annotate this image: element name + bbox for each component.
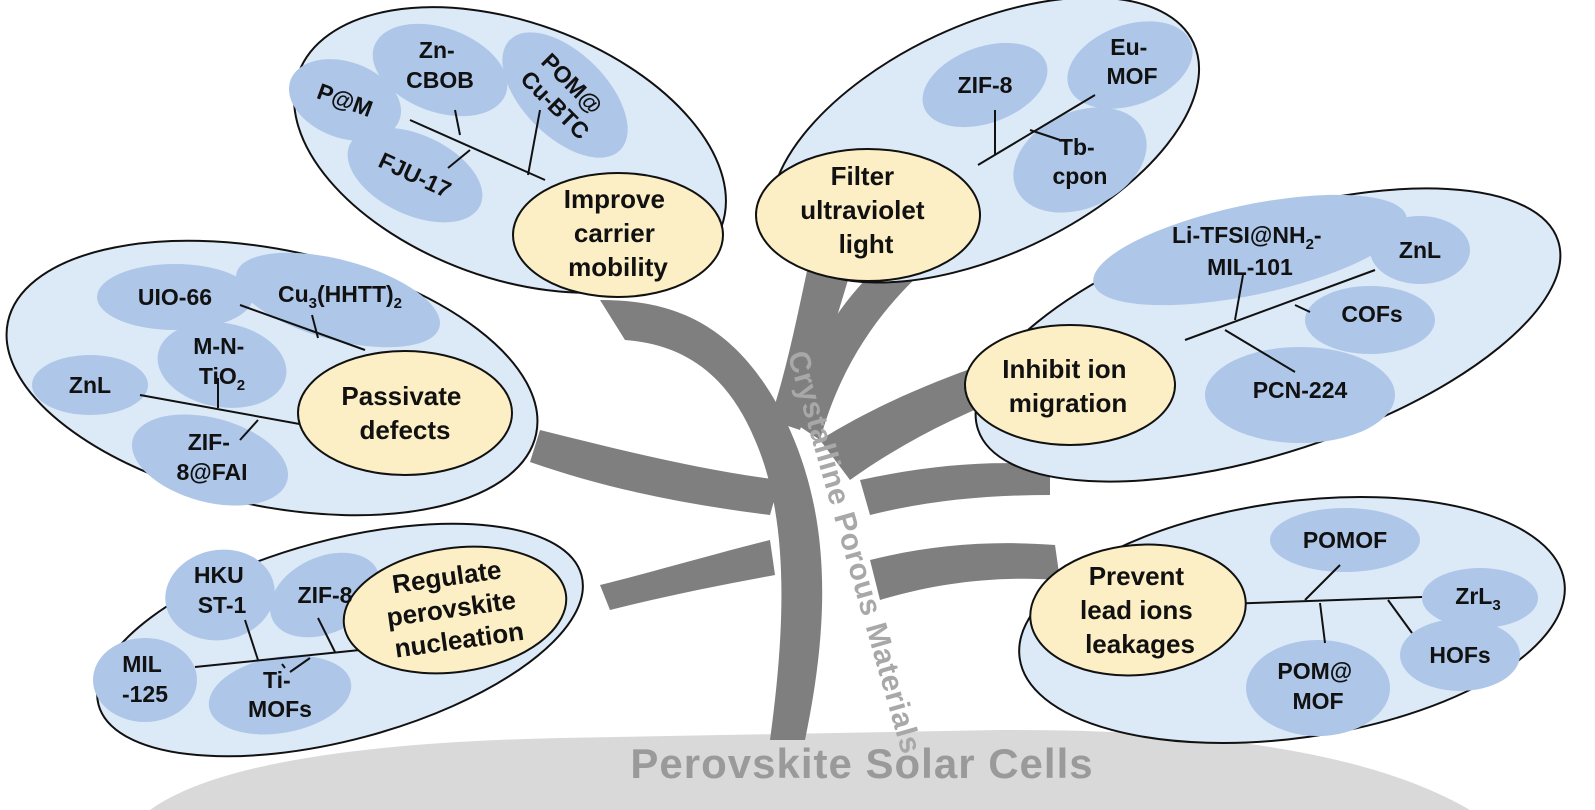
ground-label: Perovskite Solar Cells xyxy=(630,740,1093,787)
material-ti-mofs: Ti- MOFs xyxy=(248,667,312,722)
material-zif-8-uv: ZIF-8 xyxy=(958,72,1013,98)
material-uio-66: UIO-66 xyxy=(138,284,212,310)
material-zif-8-fai: ZIF- 8@FAI xyxy=(177,429,248,485)
material-li-tfsi-mil-101: Li-TFSI@NH2- MIL-101 xyxy=(1172,222,1328,280)
material-zrl3: ZrL3 xyxy=(1455,583,1500,614)
material-zif-8-nucleation: ZIF-8 xyxy=(298,582,353,608)
cluster-prevent-lead-ions-leakages: POMOF ZrL3 HOFs POM@ MOF Prevent lead io… xyxy=(1018,496,1566,744)
material-pomof: POMOF xyxy=(1303,527,1387,553)
ground-arc xyxy=(150,729,1470,810)
material-pcn-224: PCN-224 xyxy=(1253,377,1348,403)
tree-trunk xyxy=(530,200,1085,740)
material-cofs: COFs xyxy=(1341,301,1402,327)
material-cu3-hhtt2: Cu3(HHTT)2 xyxy=(278,281,402,312)
material-znl-ion: ZnL xyxy=(1399,237,1441,263)
material-znl-defects: ZnL xyxy=(69,372,111,398)
cluster-passivate-defects: UIO-66 Cu3(HHTT)2 M-N- TiO2 ZnL ZIF- 8@F… xyxy=(5,239,539,517)
cluster-title-nucleation: Regulate perovskite nucleation xyxy=(380,552,529,664)
material-pom-mof: POM@ MOF xyxy=(1277,658,1358,714)
material-hofs: HOFs xyxy=(1429,642,1490,668)
cluster-inhibit-ion-migration: Li-TFSI@NH2- MIL-101 ZnL COFs PCN-224 In… xyxy=(964,187,1562,483)
cluster-title-uv: Filter ultraviolet light xyxy=(800,161,931,259)
cluster-filter-ultraviolet-light: ZIF-8 Eu- MOF Tb- cpon Filter ultraviole… xyxy=(755,0,1201,284)
material-zn-cbob: Zn- CBOB xyxy=(406,37,474,93)
material-tb-cpon: Tb- cpon xyxy=(1053,134,1108,189)
material-m-n-tio2: M-N- TiO2 xyxy=(193,333,250,394)
cluster-improve-carrier-mobility: Zn- CBOB POM@ Cu-BTC P@M FJU-17 Improve … xyxy=(288,6,727,298)
material-eu-mof: Eu- MOF xyxy=(1106,34,1157,89)
cluster-title-lead: Prevent lead ions leakages xyxy=(1080,561,1200,659)
cluster-title-ion: Inhibit ion migration xyxy=(1002,354,1133,418)
material-mil-125: MIL -125 xyxy=(122,651,168,707)
cluster-title-defects: Passivate defects xyxy=(341,381,468,445)
cluster-title-mobility: Improve carrier mobility xyxy=(564,184,672,282)
cluster-regulate-perovskite-nucleation: HKU ST-1 ZIF-8 MIL -125 Ti- MOFs Regulat… xyxy=(93,522,584,758)
material-hku-st-1: HKU ST-1 xyxy=(194,562,250,618)
